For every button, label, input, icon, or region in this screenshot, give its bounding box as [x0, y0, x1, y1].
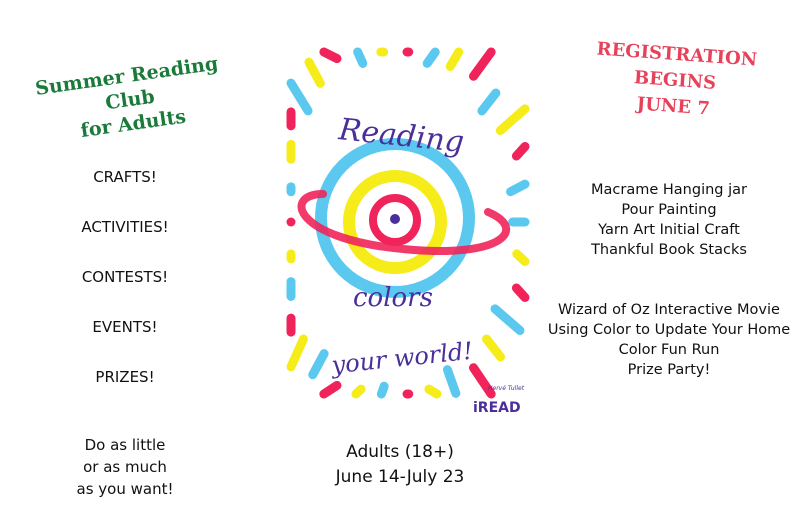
- club-title: Summer Reading Club for Adults: [6, 48, 254, 153]
- red-ring: [369, 194, 421, 246]
- craft-list: Macrame Hanging jar Pour Painting Yarn A…: [540, 180, 798, 260]
- feature-contests: CONTESTS!: [81, 268, 169, 286]
- craft-item: Macrame Hanging jar: [591, 182, 747, 198]
- ray: [351, 384, 366, 399]
- ray: [490, 304, 525, 336]
- ray: [353, 47, 368, 68]
- ray: [422, 47, 440, 68]
- yellow-ring: [343, 170, 447, 274]
- center-dot: [390, 214, 400, 224]
- artist-signature: Hervé Tullet: [488, 385, 525, 392]
- note-line: or as much: [83, 458, 167, 476]
- dates: June 14-July 23: [335, 467, 465, 487]
- feature-crafts: CRAFTS!: [93, 168, 157, 186]
- reading-colors-your-world-poster: Reading colors your world! Hervé Tullet …: [286, 47, 530, 416]
- ray: [424, 384, 442, 399]
- ray: [512, 249, 530, 267]
- ray: [304, 57, 325, 88]
- note-line: Do as little: [84, 436, 166, 454]
- craft-item: Yarn Art Initial Craft: [598, 222, 740, 238]
- ray: [511, 283, 530, 303]
- ray: [286, 78, 313, 116]
- craft-item: Thankful Book Stacks: [591, 242, 747, 258]
- right-column: Macrame Hanging jar Pour Painting Yarn A…: [540, 180, 798, 380]
- audience-dates: Adults (18+) June 14-July 23: [290, 440, 510, 490]
- ray: [468, 47, 496, 81]
- ray: [511, 141, 530, 161]
- note-line: as you want!: [76, 480, 174, 498]
- ray: [468, 363, 496, 399]
- craft-item: Pour Painting: [621, 202, 717, 218]
- feature-prizes: PRIZES!: [95, 368, 155, 386]
- ray: [477, 88, 501, 116]
- iread-logo: iREAD: [473, 400, 521, 416]
- event-item: Wizard of Oz Interactive Movie: [558, 302, 780, 318]
- ray: [482, 334, 506, 362]
- ray: [286, 334, 308, 372]
- event-item: Color Fun Run: [618, 342, 720, 358]
- event-list: Wizard of Oz Interactive Movie Using Col…: [540, 300, 798, 380]
- blue-ring: [315, 138, 475, 298]
- ray: [376, 381, 389, 399]
- event-item: Prize Party!: [627, 362, 711, 378]
- ray: [308, 349, 329, 380]
- ray: [442, 365, 461, 398]
- registration-notice: REGISTRATION BEGINS JUNE 7: [573, 35, 778, 127]
- ray: [319, 47, 342, 64]
- ray: [495, 104, 530, 136]
- feature-activities: ACTIVITIES!: [81, 218, 169, 236]
- saturn-ring: [297, 190, 511, 255]
- ray: [506, 179, 530, 197]
- participation-note: Do as little or as much as you want!: [40, 434, 210, 500]
- feature-events: EVENTS!: [92, 318, 158, 336]
- ray: [445, 47, 464, 71]
- poster-word-colors: colors: [353, 283, 433, 313]
- audience: Adults (18+): [346, 442, 454, 462]
- event-item: Using Color to Update Your Home: [547, 322, 791, 338]
- sunburst-rays: [286, 47, 530, 399]
- ray: [319, 380, 342, 399]
